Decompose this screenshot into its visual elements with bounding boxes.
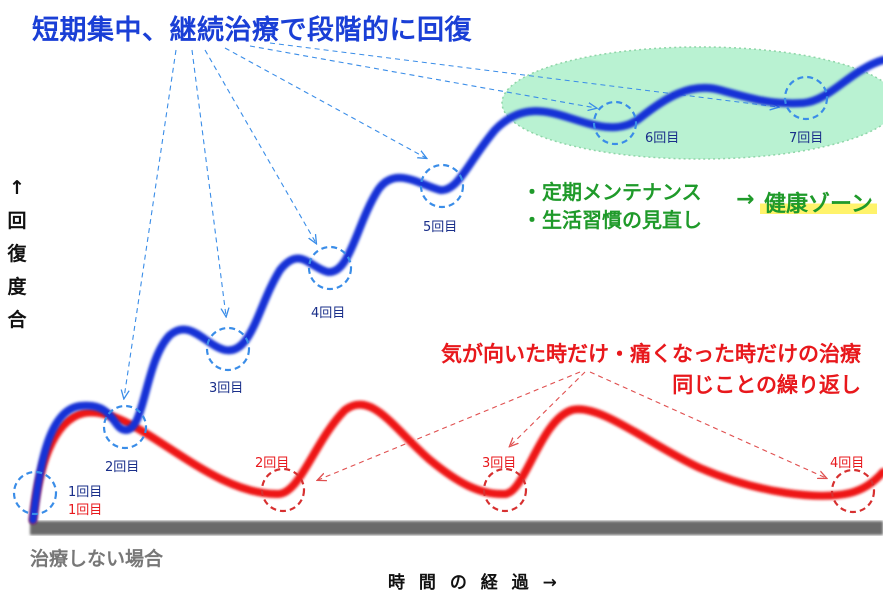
no-treatment-label: 治療しない場合 <box>30 548 164 570</box>
blue-arrow-6 <box>249 45 596 108</box>
blue-circle-3 <box>205 326 251 372</box>
blue-circle-6 <box>592 100 638 146</box>
red-note-line2: 同じことの繰り返し <box>672 373 861 397</box>
y-axis-arrow: ↑ <box>9 177 25 199</box>
red-visit-label-2: 2回目 <box>255 456 290 471</box>
y-axis-label: ↑ 回 復 度 合 <box>4 172 30 337</box>
blue-recovery-curve <box>29 56 883 524</box>
y-axis-char-3: 度 <box>7 276 27 298</box>
y-axis-char-1: 回 <box>7 210 27 232</box>
blue-arrow-2 <box>124 49 177 398</box>
blue-arrow-7 <box>269 42 778 107</box>
red-visit-circles <box>260 467 876 514</box>
blue-visit-label-3: 3回目 <box>209 381 244 396</box>
blue-visit-label-7: 7回目 <box>789 131 824 146</box>
blue-visit-circles <box>12 75 829 516</box>
blue-circle-7 <box>783 75 829 121</box>
blue-arrow-3 <box>191 49 226 316</box>
red-recovery-curve <box>29 400 883 524</box>
health-zone <box>501 46 883 160</box>
blue-arrows <box>124 42 778 398</box>
blue-circle-1 <box>12 470 58 516</box>
diagram-title: 短期集中、継続治療で段階的に回復 <box>32 15 472 46</box>
red-circle-3 <box>482 467 528 513</box>
blue-arrow-5 <box>224 47 426 158</box>
green-note-arrow: → <box>736 187 755 212</box>
red-arrows <box>318 371 826 480</box>
x-axis-label: 時 間 の 経 過 → <box>388 573 561 593</box>
blue-circle-4 <box>307 245 353 291</box>
blue-visit-label-5: 5回目 <box>423 220 458 235</box>
baseline-bar <box>30 521 883 535</box>
red-note-line1: 気が向いた時だけ・痛くなった時だけの治療 <box>441 342 861 366</box>
blue-circle-5 <box>419 163 465 209</box>
red-visit-label-4: 4回目 <box>830 456 865 471</box>
red-circle-4 <box>830 468 876 514</box>
red-arrow-4 <box>589 371 826 478</box>
health-zone-label: 健康ゾーン <box>760 186 877 218</box>
red-arrow-2 <box>318 371 581 480</box>
green-note-line2: ・生活習慣の見直し <box>522 208 702 232</box>
blue-visit-label-2: 2回目 <box>105 460 140 475</box>
blue-circle-2 <box>102 404 148 450</box>
y-axis-char-2: 復 <box>7 243 27 265</box>
green-note-line1: ・定期メンテナンス <box>522 180 702 204</box>
red-visit-label-3: 3回目 <box>482 456 517 471</box>
blue-visit-label-1: 1回目 <box>68 485 103 500</box>
red-circle-2 <box>260 467 306 513</box>
red-visit-label-1: 1回目 <box>68 503 103 518</box>
blue-visit-label-6: 6回目 <box>645 131 680 146</box>
y-axis-char-4: 合 <box>7 309 27 331</box>
blue-arrow-4 <box>204 49 316 243</box>
blue-visit-label-4: 4回目 <box>311 306 346 321</box>
